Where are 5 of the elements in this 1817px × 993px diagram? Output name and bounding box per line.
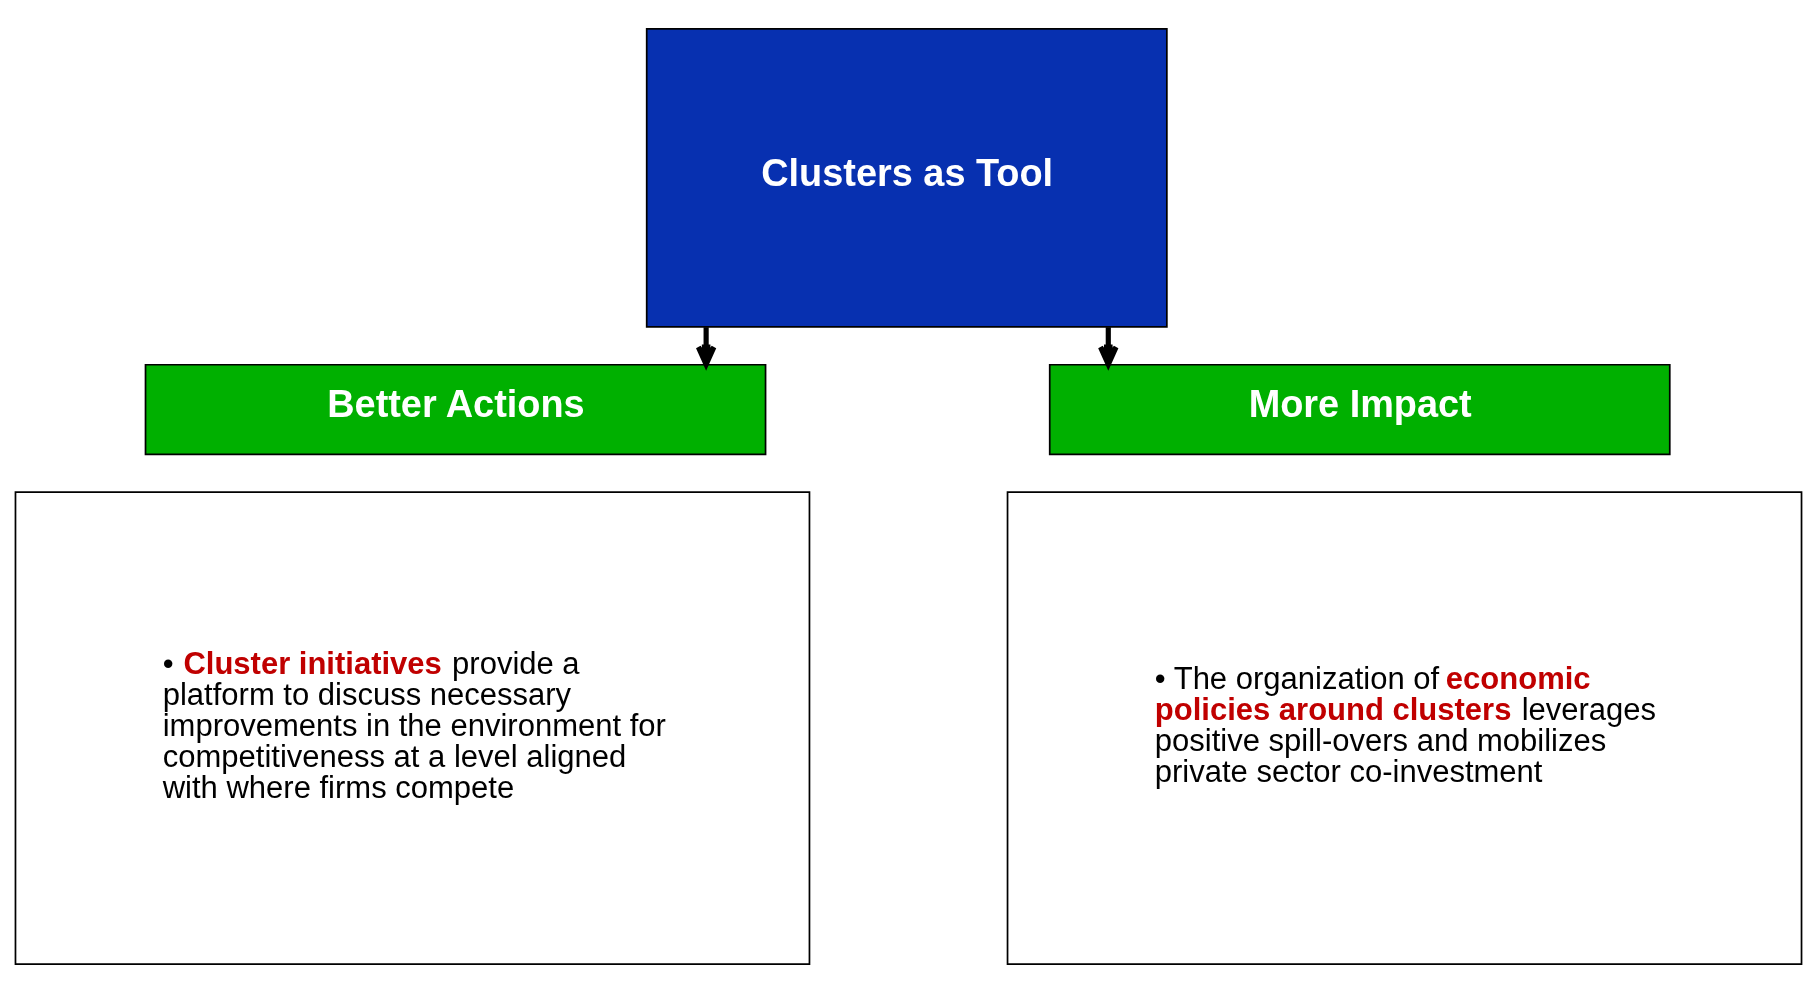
node-box: • The organization of economic policies around clusters leverages positive spill-overs and mobilizes private sector co-investment xyxy=(1006,491,1803,965)
node-box: More Impact xyxy=(1048,363,1671,456)
node-box: Better Actions xyxy=(144,363,767,456)
node-box: • Cluster initiatives provide a platform to discuss necessary improvements in the environment for competitiveness at a level aligned with where firms compete xyxy=(14,491,811,965)
node-box: Clusters as Tool xyxy=(645,28,1168,328)
